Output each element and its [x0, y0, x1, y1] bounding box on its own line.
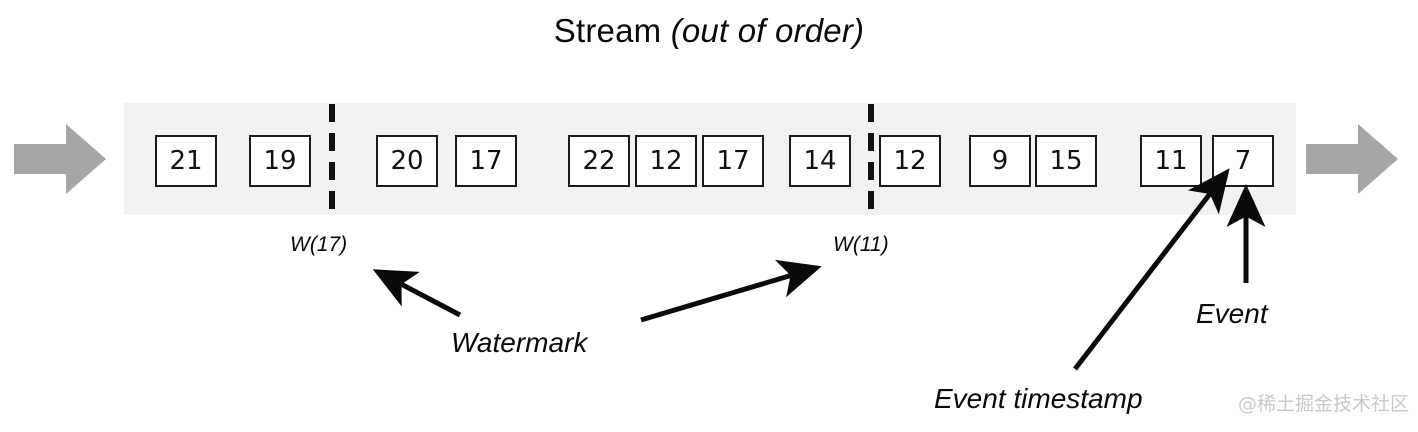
page-title-plain: Stream [553, 12, 671, 49]
arrow-watermark-to-w11 [640, 259, 822, 323]
callout-label-event: Event [1196, 298, 1268, 329]
event-box[interactable]: 17 [455, 135, 517, 187]
flow-arrow-right-icon-right [1306, 122, 1398, 196]
page-title: Stream (out of order) [0, 12, 1418, 50]
flow-arrow-right-icon-left [14, 122, 106, 196]
watermark-line [329, 104, 335, 216]
arrow-watermark-to-w17 [372, 269, 462, 318]
watermark-line [868, 104, 874, 216]
site-watermark: @稀土掘金技术社区 [1238, 393, 1410, 415]
event-box[interactable]: 7 [1212, 135, 1274, 187]
event-box[interactable]: 15 [1035, 135, 1097, 187]
callout-label-watermark: Watermark [451, 327, 588, 358]
event-box[interactable]: 17 [702, 135, 764, 187]
event-box[interactable]: 20 [376, 135, 438, 187]
callout-label-event-timestamp: Event timestamp [934, 383, 1143, 414]
event-box[interactable]: 9 [969, 135, 1031, 187]
event-box[interactable]: 22 [568, 135, 630, 187]
event-box[interactable]: 12 [635, 135, 697, 187]
event-box[interactable]: 19 [249, 135, 311, 187]
page-title-italic: (out of order) [670, 12, 865, 49]
event-box[interactable]: 12 [879, 135, 941, 187]
watermark-label: W(17) [290, 233, 348, 256]
event-box[interactable]: 11 [1140, 135, 1202, 187]
event-box[interactable]: 14 [789, 135, 851, 187]
event-box[interactable]: 21 [155, 135, 217, 187]
watermark-label: W(11) [833, 233, 889, 256]
